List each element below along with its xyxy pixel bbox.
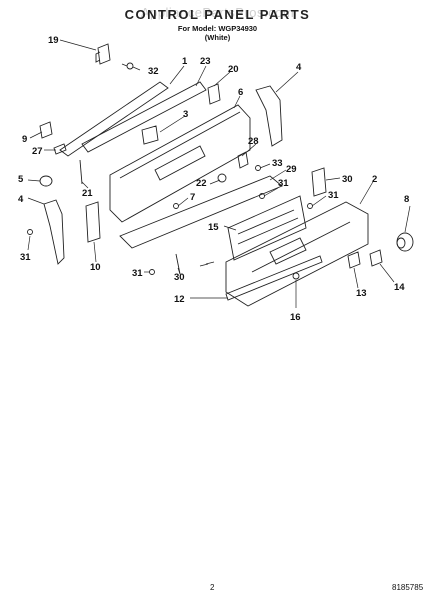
callout-2: 2 — [372, 174, 377, 185]
callout-3: 3 — [183, 109, 188, 120]
callout-7: 7 — [190, 192, 195, 203]
part-20-clip — [207, 83, 221, 105]
callout-15: 15 — [208, 222, 219, 233]
callout-33: 33 — [272, 158, 283, 169]
callout-10: 10 — [90, 262, 101, 273]
part-19-bracket — [95, 43, 111, 65]
part-15-control-board — [227, 195, 307, 261]
page-number: 2 — [210, 583, 215, 592]
callout-31-d: 31 — [328, 190, 339, 201]
part-30-standoff — [175, 253, 181, 275]
part-29-lower-bracket — [119, 175, 283, 249]
part-3-bracket — [141, 125, 159, 145]
callout-14: 14 — [394, 282, 405, 293]
watermark: AppliancePartsPros.com — [140, 5, 295, 20]
part-5-grommet — [39, 175, 53, 187]
callout-23: 23 — [200, 56, 211, 67]
part-33-screw — [255, 165, 261, 171]
part-16-screw — [292, 272, 300, 280]
callout-16: 16 — [290, 312, 301, 323]
document-number: 8185785 — [392, 583, 424, 592]
callout-29: 29 — [286, 164, 297, 175]
callout-1: 1 — [182, 56, 188, 67]
part-31-screw-d — [307, 203, 313, 209]
part-31-screw-b — [149, 269, 155, 275]
callout-32: 32 — [148, 66, 159, 77]
part-9-clip — [39, 121, 53, 139]
part-30-relay — [311, 167, 327, 197]
callout-5: 5 — [18, 174, 24, 185]
part-27-spacer — [53, 143, 67, 155]
callout-9: 9 — [22, 134, 27, 145]
part-21-stud — [79, 159, 83, 185]
callout-30-a: 30 — [342, 174, 353, 185]
callout-21: 21 — [82, 188, 93, 199]
part-6-rear-panel — [109, 104, 251, 223]
callout-6: 6 — [238, 87, 243, 98]
callout-27: 27 — [32, 146, 43, 157]
part-28-clip — [237, 151, 249, 169]
part-22-spacer — [217, 173, 227, 183]
part-8-knob — [396, 232, 414, 252]
callout-8: 8 — [404, 194, 409, 205]
part-7-screw — [173, 203, 179, 209]
part-10-switch-block — [85, 201, 101, 243]
part-1-bar — [59, 81, 169, 157]
callout-30-b: 30 — [174, 272, 185, 283]
callout-20: 20 — [228, 64, 239, 75]
part-4-endcap-left — [43, 199, 65, 265]
part-32-screw — [121, 62, 134, 70]
part-14-connector — [369, 249, 383, 267]
page-title: CONTROL PANEL PARTS — [124, 7, 311, 22]
part-31-screw-a — [27, 229, 33, 235]
color-line: (White) — [204, 33, 231, 42]
part-2-control-panel — [225, 201, 369, 307]
callout-31-c: 31 — [278, 178, 289, 189]
part-13-switch — [347, 251, 361, 269]
callout-4-right: 4 — [296, 62, 302, 73]
callout-13: 13 — [356, 288, 367, 299]
callout-19: 19 — [48, 35, 59, 46]
model-line: For Model: WGP34930 — [177, 24, 258, 33]
callout-4-left: 4 — [18, 194, 24, 205]
callout-22: 22 — [196, 178, 207, 189]
callout-31-a: 31 — [20, 252, 31, 263]
callout-31-b: 31 — [132, 268, 143, 279]
part-4-endcap-right — [255, 85, 283, 147]
callout-12: 12 — [174, 294, 185, 305]
callout-28: 28 — [248, 136, 259, 147]
part-23-tube — [81, 81, 207, 153]
part-12-trim — [225, 255, 323, 301]
